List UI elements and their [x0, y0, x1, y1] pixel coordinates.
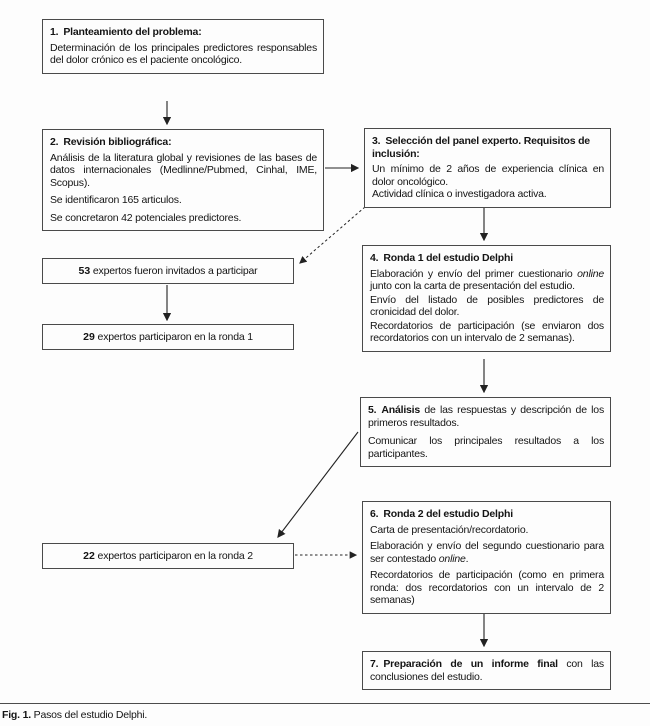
box-step5-analisis: 5. Análisis de las respuestas y descripci…: [360, 397, 611, 467]
box-step5-number: 5.: [368, 404, 377, 416]
box-step4-p1-post: junto con la carta de presentación del e…: [370, 280, 575, 292]
arrow-step5-to-round2-participants: [277, 431, 359, 538]
box-step4-title: 4. Ronda 1 del estudio Delphi: [370, 252, 604, 265]
box-step5-title-bold: Análisis: [381, 404, 421, 416]
box-step4-number: 4.: [370, 252, 379, 264]
box-step2-title: 2. Revisión bibliográfica:: [50, 136, 317, 149]
experts-round2-label: expertos participaron en la ronda 2: [94, 549, 253, 562]
box-step2-revision-bibliografica: 2. Revisión bibliográfica: Análisis de la…: [42, 129, 324, 231]
box-step1-title: 1. Planteamiento del problema:: [50, 26, 317, 39]
box-step6-paragraph-3: Recordatorios de participación (como en …: [370, 569, 604, 606]
arrow-step3-to-invited-experts-dashed: [299, 206, 366, 264]
box-step3-title-text: Selección del panel experto. Requisitos …: [372, 135, 590, 160]
box-step7-title-bold: Preparación de un informe final: [383, 658, 558, 670]
box-step5-title-rest: de las respuestas y descripción de los p…: [368, 404, 604, 429]
experts-round1-count: 29: [83, 330, 95, 343]
box-step7-title-rest: con las conclusiones del estudio.: [370, 658, 604, 683]
figure-caption-text: Pasos del estudio Delphi.: [30, 709, 148, 721]
box-step1-title-text: Planteamiento del problema:: [63, 26, 202, 38]
box-step6-paragraph-1: Carta de presentación/recordatorio.: [370, 523, 529, 536]
box-step2-paragraph-2: Se identificaron 165 articulos.: [50, 194, 182, 206]
box-step6-ronda2: 6. Ronda 2 del estudio Delphi Carta de pr…: [362, 501, 611, 614]
box-step6-number: 6.: [370, 508, 379, 520]
experts-round2-count: 22: [83, 549, 95, 562]
box-step7-number: 7.: [370, 658, 379, 670]
box-step4-ronda1: 4. Ronda 1 del estudio Delphi Elaboración…: [362, 245, 611, 352]
box-experts-round2: 22 expertos participaron en la ronda 2: [42, 543, 294, 569]
box-experts-invited: 53 expertos fueron invitados a participa…: [42, 258, 294, 284]
box-step3-paragraph-1: Un mínimo de 2 años de experiencia clíni…: [372, 163, 604, 188]
box-step6-title: 6. Ronda 2 del estudio Delphi: [370, 508, 604, 521]
box-step6-title-text: Ronda 2 del estudio Delphi: [383, 508, 513, 520]
box-experts-round1: 29 expertos participaron en la ronda 1: [42, 324, 294, 350]
box-step3-paragraph-2: Actividad clínica o investigadora activa…: [372, 188, 547, 200]
box-step1-planteamiento: 1. Planteamiento del problema: Determinac…: [42, 19, 324, 74]
box-step2-number: 2.: [50, 136, 59, 148]
box-step4-p1-online: online: [577, 267, 604, 280]
box-step2-title-text: Revisión bibliográfica:: [63, 136, 172, 148]
box-step6-p2-post: .: [465, 552, 469, 565]
figure-caption-label: Fig. 1.: [2, 709, 31, 721]
box-step5-paragraph-2: Comunicar los principales resultados a l…: [368, 435, 604, 460]
box-step6-p2-pre: Elaboración y envío del segundo cuestion…: [370, 540, 604, 565]
experts-invited-count: 53: [78, 264, 91, 277]
box-step5-title-paragraph: 5. Análisis de las respuestas y descripci…: [368, 404, 604, 429]
experts-round1-label: expertos participaron en la ronda 1: [94, 330, 253, 343]
box-step4-paragraph-3: Recordatorios de participación (se envia…: [370, 319, 604, 345]
box-step4-paragraph-2: Envío del listado de posibles predictore…: [370, 293, 604, 319]
box-step3-title: 3.Selección del panel experto. Requisito…: [372, 135, 604, 160]
box-step4-p1-pre: Elaboración y envío del primer cuestiona…: [370, 267, 578, 280]
box-step2-paragraph-1: Análisis de la literatura global y revis…: [50, 151, 317, 189]
box-step7-informe-final: 7. Preparación de un informe final con la…: [362, 651, 611, 690]
box-step2-paragraph-3: Se concretaron 42 potenciales predictore…: [50, 211, 242, 224]
box-step1-number: 1.: [50, 26, 59, 38]
box-step6-p2-online: online: [438, 552, 466, 565]
figure-caption: Fig. 1. Pasos del estudio Delphi.: [0, 703, 650, 722]
box-step4-paragraph-1: Elaboración y envío del primer cuestiona…: [370, 268, 604, 293]
experts-invited-label: expertos fueron invitados a participar: [90, 264, 258, 277]
box-step4-title-text: Ronda 1 del estudio Delphi: [383, 252, 513, 264]
box-step3-seleccion-panel: 3.Selección del panel experto. Requisito…: [364, 128, 611, 208]
box-step1-paragraph: Determinación de los principales predict…: [50, 41, 317, 67]
box-step3-number: 3.: [372, 135, 381, 147]
box-step7-title-paragraph: 7. Preparación de un informe final con la…: [370, 658, 604, 683]
box-step6-paragraph-2: Elaboración y envío del segundo cuestion…: [370, 540, 604, 565]
